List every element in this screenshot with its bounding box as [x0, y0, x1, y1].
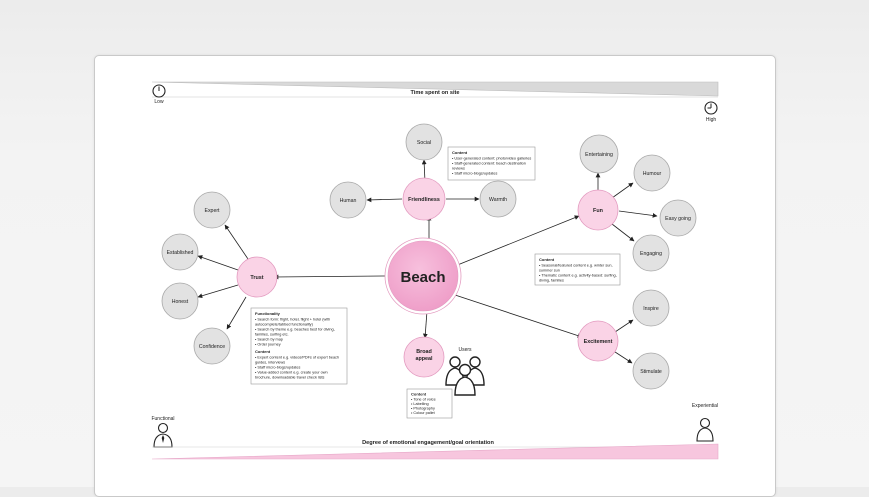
leaf-expert-label: Expert	[205, 208, 221, 214]
leaf-entertaining[interactable]: Entertaining	[579, 134, 619, 174]
time-spent-title: Time spent on site	[410, 90, 459, 96]
leaf-humour-label: Humour	[643, 171, 662, 177]
experiential-label: Experiential	[692, 403, 718, 409]
note-trust-line: • Expert content e.g. videos/PDFs of exp…	[255, 356, 339, 360]
hub-excitement-label: Excitement	[584, 339, 613, 345]
note-friendliness-line: reviews	[452, 167, 465, 171]
hub-trust[interactable]: Trust	[236, 256, 278, 298]
casual-person-icon	[696, 417, 714, 442]
center-node-beach[interactable]: Beach	[384, 237, 462, 315]
engagement-axis: Degree of emotional engagement/goal orie…	[151, 440, 719, 460]
note-friendliness-heading: Content	[452, 150, 468, 155]
leaf-warmth-label: Warmth	[489, 197, 507, 203]
note-trust-line: autocomplete/tabbed functionality)	[255, 323, 314, 327]
note-broad-appeal: Content • Tone of voice • Labelling • Ph…	[406, 388, 453, 419]
hub-fun-label: Fun	[593, 208, 603, 214]
broad-appeal-word-1: Broad	[416, 349, 432, 355]
leaf-honest-label: Honest	[172, 299, 189, 305]
leaf-easy-going[interactable]: Easy going	[659, 199, 697, 237]
hub-trust-label: Trust	[250, 275, 263, 281]
note-fun: Content • Seasonal/featured content e.g.…	[534, 253, 621, 286]
beach-mind-map: Time spent on site Low High	[151, 81, 719, 460]
leaf-humour[interactable]: Humour	[633, 154, 671, 192]
leaf-easy-going-label: Easy going	[665, 216, 691, 222]
note-trust-line: • Staff micro-blogs/updates	[255, 366, 300, 370]
leaf-engaging[interactable]: Engaging	[632, 234, 670, 272]
low-label: Low	[154, 99, 164, 105]
note-friendliness-line: • Staff micro-blogs/updates	[452, 172, 497, 176]
note-friendliness-line: • User-generated content: photo/video ga…	[452, 157, 531, 161]
note-broad-appeal-line: • Tone of voice	[411, 398, 436, 402]
leaf-engaging-label: Engaging	[640, 251, 662, 257]
note-broad-appeal-heading: Content	[411, 392, 427, 397]
hub-excitement[interactable]: Excitement	[577, 320, 619, 362]
leaf-human[interactable]: Human	[329, 181, 367, 219]
leaf-entertaining-label: Entertaining	[585, 152, 613, 158]
center-label: Beach	[400, 269, 445, 286]
note-trust-line: • Search form: flight, hotel, flight + h…	[255, 318, 330, 322]
users-icon	[445, 356, 485, 396]
engagement-wedge	[151, 443, 719, 460]
note-broad-appeal-line: • Photography	[411, 407, 435, 411]
leaf-expert[interactable]: Expert	[193, 191, 231, 229]
hub-friendliness[interactable]: Friendliness	[402, 177, 446, 221]
note-trust-line: • Search by map	[255, 338, 283, 342]
engagement-title: Degree of emotional engagement/goal orie…	[362, 440, 494, 446]
note-trust-line: • Search by theme e.g. beaches best for …	[255, 328, 335, 332]
leaf-warmth[interactable]: Warmth	[479, 180, 517, 218]
high-label: High	[706, 117, 717, 123]
note-trust-heading: Functionality	[255, 311, 281, 316]
note-trust-heading-2: Content	[255, 349, 271, 354]
time-spent-wedge	[151, 81, 719, 97]
clock-high-icon	[704, 101, 718, 115]
leaf-social-label: Social	[417, 140, 431, 146]
note-friendliness: Content • User-generated content: photo/…	[447, 146, 536, 181]
note-trust-line: families, surfing etc.	[255, 333, 289, 337]
note-broad-appeal-line: • Labelling	[411, 402, 429, 406]
time-spent-axis: Time spent on site Low High	[151, 81, 719, 123]
note-trust: Functionality • Search form: flight, hot…	[250, 307, 348, 385]
leaf-stimulate[interactable]: Stimulate	[632, 352, 670, 390]
leaf-social[interactable]: Social	[405, 123, 443, 161]
hub-fun[interactable]: Fun	[577, 189, 619, 231]
leaf-honest[interactable]: Honest	[161, 282, 199, 320]
note-fun-line: summer sun	[539, 269, 560, 273]
note-trust-line: guides, interviews	[255, 361, 285, 365]
businessman-icon	[153, 422, 173, 448]
leaf-established[interactable]: Established	[161, 233, 199, 271]
note-trust-line: brochure, downloadable travel check list…	[255, 376, 325, 380]
leaf-established-label: Established	[167, 250, 194, 256]
functional-label: Functional	[151, 416, 174, 422]
broad-appeal-word-2: appeal	[415, 356, 433, 362]
note-trust-line: • Order journey	[255, 343, 281, 347]
note-fun-line: • Thematic content e.g. activity-based: …	[539, 274, 617, 278]
leaf-human-label: Human	[340, 198, 357, 204]
hub-friendliness-label: Friendliness	[408, 197, 440, 203]
leaf-inspire-label: Inspire	[643, 306, 659, 312]
note-trust-line: • Value-added content e.g. create your o…	[255, 371, 328, 375]
connectors	[197, 159, 658, 364]
note-fun-line: • Seasonal/featured content e.g. winter …	[539, 264, 613, 268]
clock-low-icon	[152, 84, 166, 98]
leaf-stimulate-label: Stimulate	[640, 369, 662, 375]
leaf-inspire[interactable]: Inspire	[632, 289, 670, 327]
note-fun-heading: Content	[539, 257, 555, 262]
note-friendliness-line: • Staff-generated content: beach destina…	[452, 162, 526, 166]
leaf-confidence-label: Confidence	[199, 344, 225, 350]
note-broad-appeal-line: • Colour pallet	[411, 411, 436, 415]
leaf-confidence[interactable]: Confidence	[193, 327, 231, 365]
note-fun-line: diving, families	[539, 279, 564, 283]
users-label: Users	[458, 347, 472, 353]
